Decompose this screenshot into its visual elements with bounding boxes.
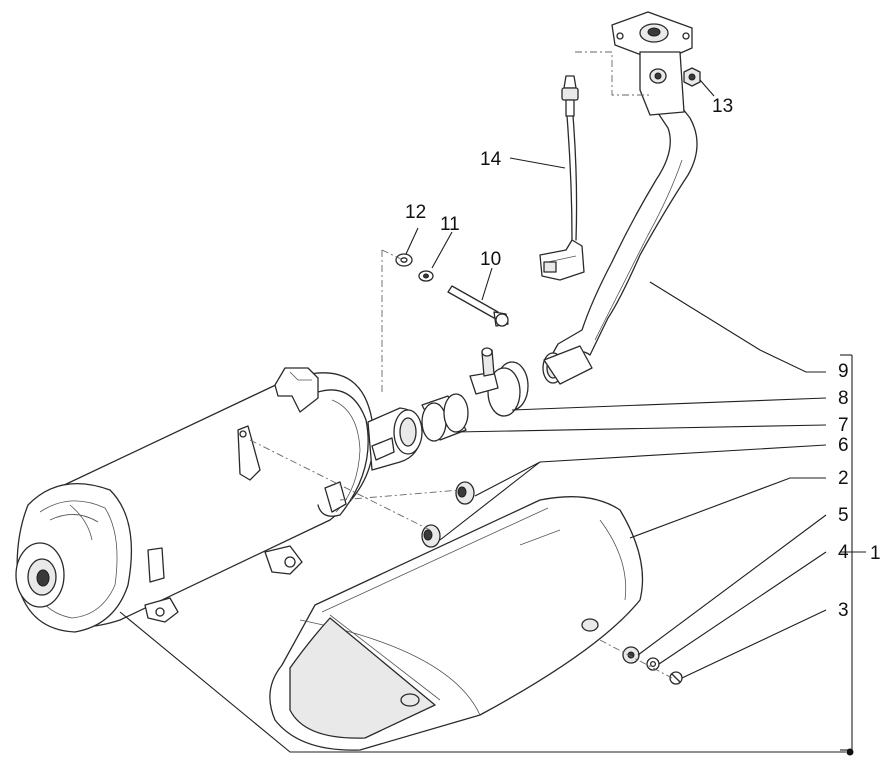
muffler-body	[15, 367, 423, 633]
exhaust-pipe	[542, 11, 698, 385]
alignment-lines	[249, 51, 673, 679]
callout-13: 13	[712, 96, 733, 117]
callout-12: 12	[405, 202, 426, 223]
flat-washer	[395, 253, 413, 267]
callout-3: 3	[838, 600, 849, 621]
callout-6: 6	[838, 435, 849, 456]
callout-10: 10	[480, 249, 501, 270]
gasket	[421, 393, 469, 442]
callout-11: 11	[440, 214, 460, 235]
callout-14: 14	[480, 149, 502, 170]
lock-washer	[418, 270, 434, 282]
callout-labels: 1 2 3 4 5 6 7 8 9 10 11 12 13 14	[405, 96, 881, 621]
leader-lines	[119, 79, 866, 756]
callout-8: 8	[838, 388, 849, 409]
flange-nut	[683, 67, 701, 87]
pipe-clamp	[469, 347, 529, 417]
callout-7: 7	[838, 415, 849, 436]
callout-1: 1	[870, 543, 881, 564]
shield-grommet	[622, 646, 640, 664]
screw	[669, 671, 683, 685]
washer	[646, 657, 660, 671]
rubber-mount-upper	[455, 481, 475, 505]
callout-dot	[846, 748, 854, 756]
callout-9: 9	[838, 361, 849, 382]
rubber-mount-lower	[421, 524, 441, 548]
heat-shield	[269, 496, 644, 751]
callout-2: 2	[838, 468, 849, 489]
lambda-sensor	[539, 75, 585, 281]
callout-5: 5	[838, 505, 849, 526]
long-bolt	[447, 285, 509, 327]
callout-4: 4	[838, 542, 849, 563]
